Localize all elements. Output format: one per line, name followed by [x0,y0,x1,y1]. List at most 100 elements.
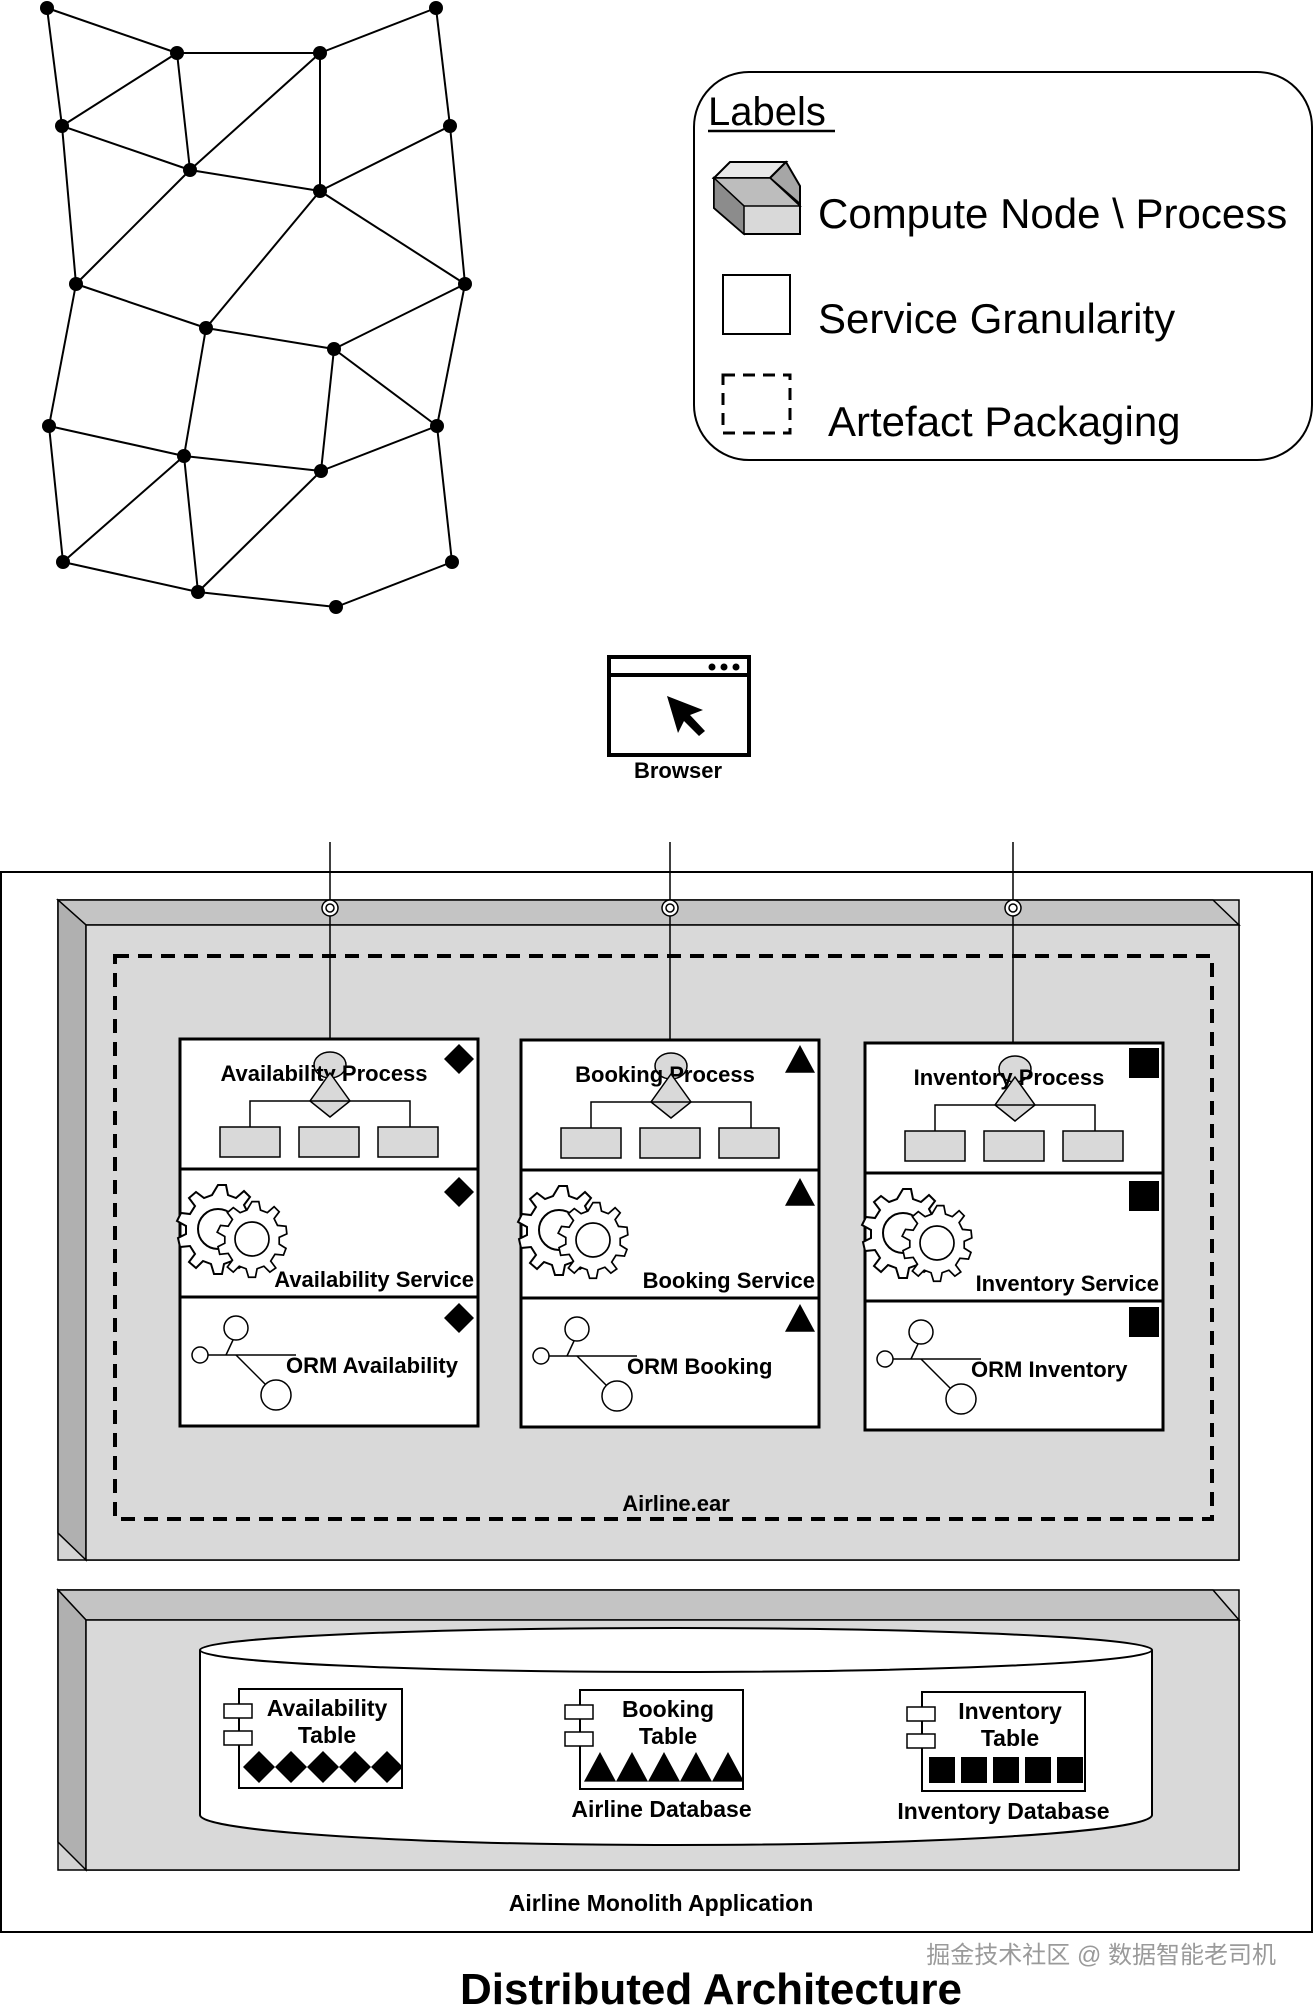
legend-label-compute-node: Compute Node \ Process [818,190,1287,237]
mesh-edge [75,169,191,285]
mesh-edge [333,348,438,427]
legend-label-artefact-packaging: Artefact Packaging [828,398,1181,445]
square-marker-icon [1129,1048,1159,1078]
triangle-marker-icon [616,1752,648,1782]
component-port-icon [564,1731,594,1747]
mesh-edge [197,591,337,608]
mesh-edge [48,425,64,563]
mesh-node [313,46,327,60]
mesh-edge [197,470,322,593]
mesh-node [170,46,184,60]
interface-ball-icon [325,903,335,913]
orm-node-icon [564,1316,590,1342]
table-label: Table [981,1725,1039,1751]
mesh-node [42,419,56,433]
service-label: Booking Service [643,1268,815,1293]
diamond-marker-icon [243,1751,275,1783]
mesh-edge [333,283,466,350]
orm-label: ORM Availability [286,1353,459,1378]
app-label: Airline Monolith Application [509,1890,814,1916]
triangle-marker-icon [785,1045,815,1073]
service-mesh-graph [40,1,472,614]
mesh-node [183,163,197,177]
decision-icon [649,1072,693,1119]
interface-ball-icon [665,903,675,913]
mesh-edge [320,348,335,472]
square-marker-icon [1057,1757,1083,1783]
square-marker-icon [993,1757,1019,1783]
process-step-box [904,1130,966,1162]
package-label: Airline.ear [622,1491,730,1516]
mesh-node [314,464,328,478]
triangle-marker-icon [584,1752,616,1782]
mesh-edge [62,561,199,593]
decision-icon [308,1071,352,1118]
orm-node-icon [601,1380,633,1412]
process-step-box [1062,1130,1124,1162]
mesh-edge [75,283,207,329]
service-label: Inventory Service [976,1271,1159,1296]
mesh-node [40,1,54,15]
orm-node-icon [876,1350,894,1368]
cube-icon [711,160,802,236]
interface-ball-icon [1008,903,1018,913]
mesh-edge [48,283,77,427]
orm-node-icon [532,1347,550,1365]
database-label: Inventory Database [897,1798,1109,1824]
mesh-node [199,321,213,335]
mesh-edge [183,455,199,593]
diamond-marker-icon [371,1751,403,1783]
triangle-marker-icon [648,1752,680,1782]
orm-link-line [225,1339,234,1356]
square-marker-icon [1129,1307,1159,1337]
mesh-edge [436,283,466,427]
mesh-node [313,184,327,198]
square-icon [722,274,791,335]
component-port-icon [223,1730,253,1746]
triangle-marker-icon [680,1752,712,1782]
process-step-box [219,1126,281,1158]
mesh-node [56,555,70,569]
orm-link-line [910,1343,919,1360]
mesh-edge [205,327,335,350]
triangle-marker-icon [785,1304,815,1332]
mesh-node [458,277,472,291]
mesh-edge [319,7,437,54]
mesh-edge [61,52,178,127]
diamond-marker-icon [444,1177,474,1207]
component-port-icon [906,1733,936,1749]
orm-node-icon [191,1346,209,1364]
orm-node-icon [260,1379,292,1411]
process-step-box [377,1126,439,1158]
mesh-edge [435,7,451,127]
legend-title: Labels [708,90,826,134]
mesh-edge [205,190,321,329]
mesh-edge [436,425,453,563]
dashed-square-icon [721,373,792,435]
mesh-node [55,119,69,133]
process-flow-lines [934,1104,1096,1133]
mesh-node [191,585,205,599]
mesh-edge [319,190,466,285]
mesh-edge [61,125,191,171]
component-port-icon [223,1703,253,1719]
triangle-marker-icon [712,1752,744,1782]
orm-link-line [566,1340,575,1357]
table-label: Table [639,1723,697,1749]
orm-link-line [235,1354,267,1386]
artefact-package-boundary [113,954,1214,1521]
table-label: Availability [267,1695,388,1721]
mesh-edge [183,327,207,457]
diamond-marker-icon [444,1303,474,1333]
decision-icon [993,1075,1037,1122]
browser-label: Browser [634,758,722,783]
database-label: Airline Database [571,1796,751,1822]
mesh-edge [46,7,178,54]
mesh-edge [61,125,77,285]
